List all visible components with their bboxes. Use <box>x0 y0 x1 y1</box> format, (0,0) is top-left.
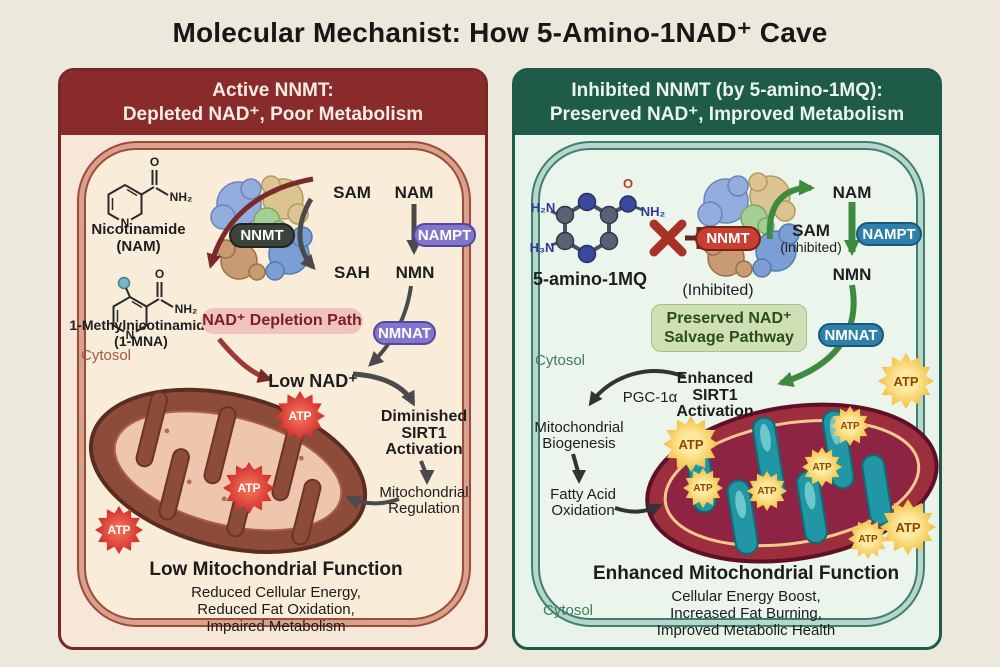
amino-1mq-structure: O H₂N H₃N NH₂ <box>530 176 665 264</box>
atom-nh2: NH₂ <box>175 302 198 316</box>
cytosol-label: Cytosol <box>543 602 594 619</box>
mitochondria-unhealthy <box>61 338 396 603</box>
atom-h3n: H₃N <box>530 240 555 255</box>
nnmt-pill-inhibited: NNMT <box>695 226 761 251</box>
amino-1mq-label: 5-amino-1MQ <box>532 269 647 289</box>
atom-o: O <box>155 267 164 281</box>
diminished-sirt1-label: Diminished SIRT1 Activation <box>380 408 468 458</box>
atom-nh2: NH₂ <box>170 190 193 204</box>
mna-label: 1-Methylnicotinamide (1-MNA) <box>69 317 213 349</box>
left-panel-header: Active NNMT: Depleted NAD⁺, Poor Metabol… <box>61 71 485 135</box>
atom-h2n: H₂N <box>531 200 556 215</box>
nampt-pill: NAMPT <box>856 222 922 246</box>
nmnat-pill: NMNAT <box>818 323 884 347</box>
cytosol-label: Cytosol <box>81 347 132 364</box>
nmnat-pill: NMNAT <box>373 321 436 345</box>
panel-active-nnmt: Active NNMT: Depleted NAD⁺, Poor Metabol… <box>58 68 488 650</box>
fatty-acid-oxidation-label: Fatty Acid Oxidation <box>550 486 616 519</box>
preserved-nad-badge: Preserved NAD⁺ Salvage Pathway <box>651 304 807 353</box>
nmn-node: NMN <box>395 263 435 282</box>
right-header-line2: Preserved NAD⁺, Improved Metabolism <box>549 104 905 125</box>
nad-depletion-badge: NAD⁺ Depletion Path <box>201 308 363 334</box>
nicotinamide-structure: N O NH₂ <box>107 156 193 230</box>
mito-biogenesis-label: Mitochondrial Biogenesis <box>534 419 624 452</box>
inhibited-label: (Inhibited) <box>682 282 754 299</box>
sam-node: SAM <box>792 221 830 240</box>
mito-regulation-label: Mitochondrial Regulation <box>379 484 469 517</box>
sam-inhibited-note: (inhibited) <box>780 239 842 255</box>
atom-o: O <box>150 156 159 169</box>
low-nad-node: Low NAD⁺ <box>268 371 358 391</box>
cytosol-label: Cytosol <box>535 352 586 369</box>
nicotinamide-label: Nicotinamide (NAM) <box>91 221 186 255</box>
nampt-pill: NAMPT <box>413 223 476 247</box>
right-panel-header: Inhibited NNMT (by 5-amino-1MQ): Preserv… <box>515 71 939 135</box>
left-outcome: Low Mitochondrial Function Reduced Cellu… <box>149 559 403 635</box>
enhanced-sirt1-label: Enhanced SIRT1 Activation <box>676 370 754 420</box>
pgc1a-label: PGC-1α <box>622 389 678 406</box>
atom-n: N <box>126 328 135 342</box>
sah-node: SAH <box>334 263 370 282</box>
right-header-line1: Inhibited NNMT (by 5-amino-1MQ): <box>571 80 883 102</box>
nam-node: NAM <box>832 183 872 202</box>
panel-inhibited-nnmt: Inhibited NNMT (by 5-amino-1MQ): Preserv… <box>512 68 942 650</box>
atom-nh2: NH₂ <box>641 204 665 219</box>
sam-node: SAM <box>333 183 371 202</box>
right-outcome: Enhanced Mitochondrial Function Cellular… <box>592 563 900 639</box>
nam-node: NAM <box>394 183 434 202</box>
left-header-line1: Active NNMT: <box>212 80 334 102</box>
page-title: Molecular Mechanist: How 5-Amino-1NAD⁺ C… <box>172 17 828 48</box>
nnmt-pill: NNMT <box>229 223 295 248</box>
atom-n: N <box>121 216 130 230</box>
nmn-node: NMN <box>832 265 872 284</box>
atom-o: O <box>623 176 633 191</box>
mna-structure: N O NH₂ <box>112 267 198 342</box>
left-header-line2: Depleted NAD⁺, Poor Metabolism <box>122 104 424 125</box>
